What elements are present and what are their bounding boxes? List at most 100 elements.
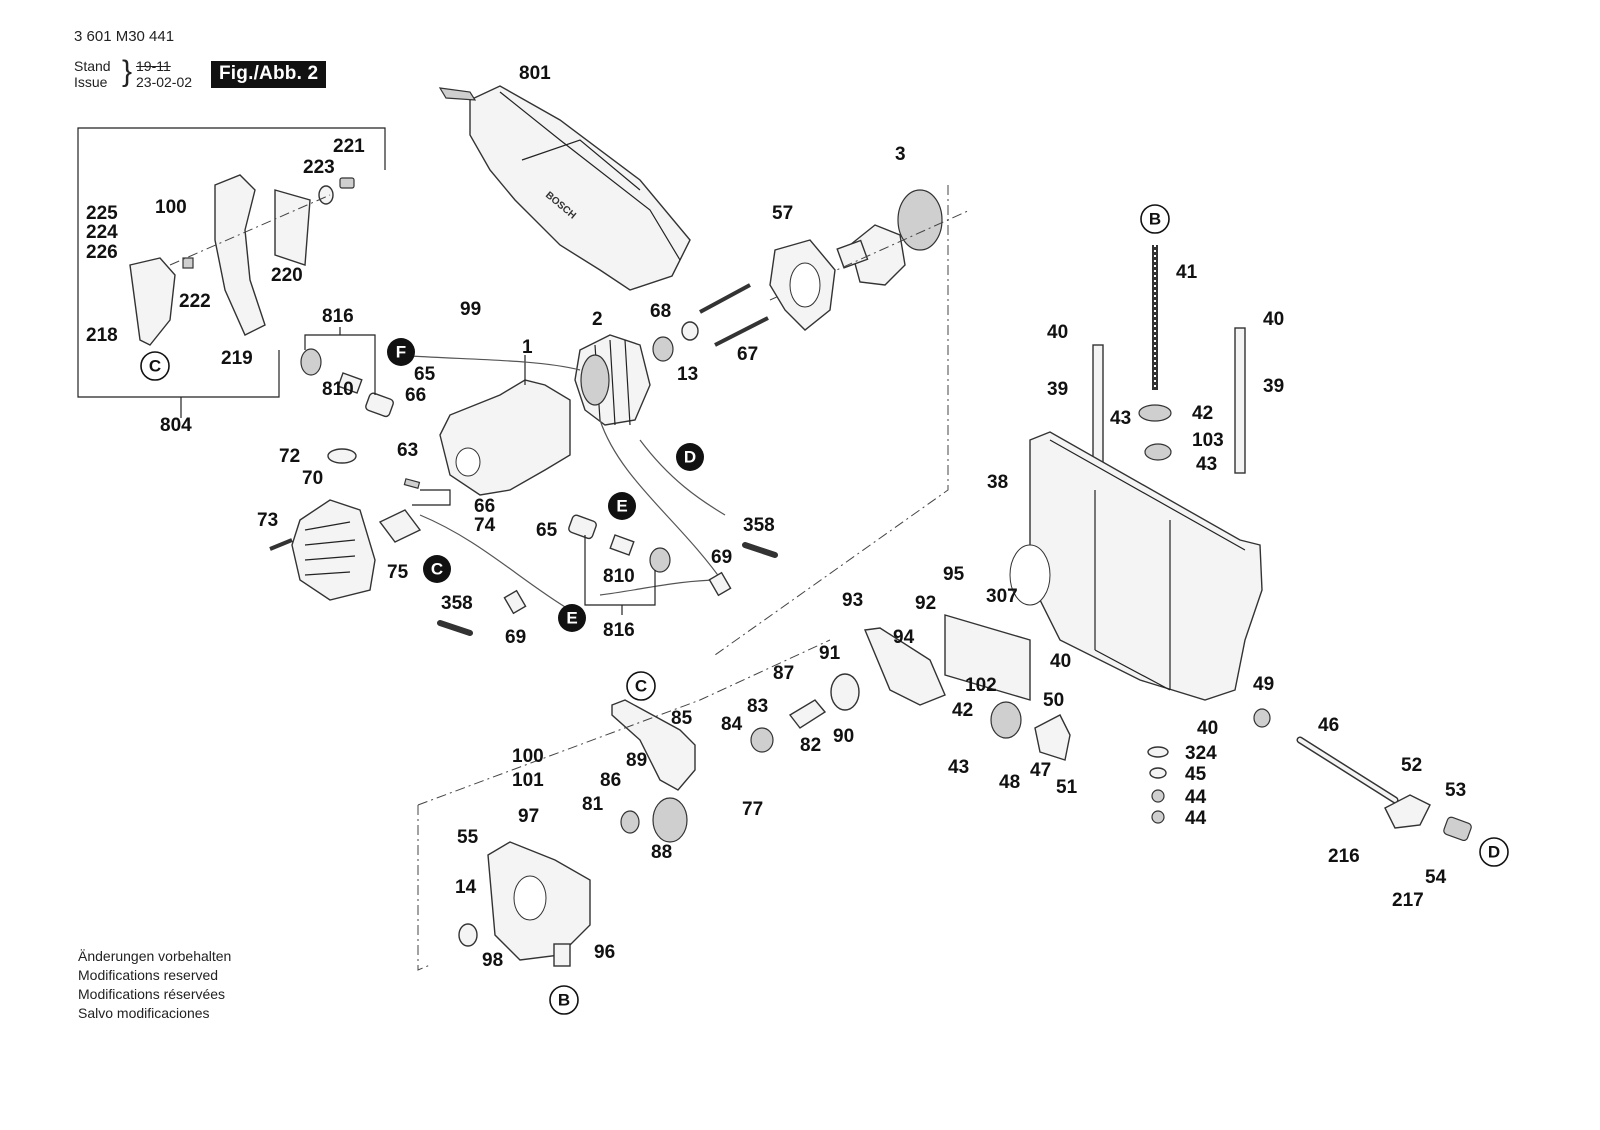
washer-13 [681, 321, 699, 341]
brace-symbol: } [122, 55, 133, 88]
label-226: 226 [86, 242, 118, 263]
label-85: 85 [671, 708, 693, 729]
bracket-74 [412, 489, 451, 506]
label-67: 67 [737, 344, 758, 365]
label-224: 224 [86, 222, 118, 243]
label-57: 57 [772, 203, 793, 224]
label-40-bottom: 40 [1197, 718, 1218, 739]
ref-marker-d-right: D [1479, 837, 1509, 867]
svg-text:B: B [558, 991, 570, 1010]
label-39-right: 39 [1263, 376, 1284, 397]
cord-clamp-75 [378, 509, 422, 543]
label-51: 51 [1056, 777, 1078, 798]
label-3: 3 [895, 144, 906, 165]
label-100-top: 100 [155, 197, 187, 218]
label-38: 38 [987, 472, 1008, 493]
brush-kit-bracket-bottom [584, 535, 656, 615]
label-69-lower: 69 [505, 627, 526, 648]
stand-label: Stand [74, 58, 111, 74]
label-44-upper: 44 [1185, 787, 1207, 808]
bearing-block-52 [1384, 794, 1431, 829]
figure-label: Fig./Abb. 2 [211, 61, 327, 88]
gear-42-top [1138, 404, 1172, 422]
washer-72 [327, 448, 357, 464]
strain-relief-69-lower [503, 589, 527, 615]
label-43-bottom: 43 [948, 757, 969, 778]
part-labels: 801 3 57 221 223 225 100 224 226 222 220… [86, 63, 1466, 971]
label-221: 221 [333, 136, 365, 157]
notice-es: Salvo modificaciones [78, 1005, 210, 1021]
label-48: 48 [999, 772, 1020, 793]
label-97: 97 [518, 806, 539, 827]
carbon-brush-top [337, 372, 363, 394]
label-87: 87 [773, 663, 794, 684]
flange-90 [830, 673, 860, 711]
long-screw-upper [699, 283, 751, 314]
wire-lead-e [419, 514, 571, 611]
label-66-top: 66 [405, 385, 426, 406]
label-84: 84 [721, 714, 743, 735]
carbon-brush-bottom [609, 534, 635, 556]
wire-lead-d [639, 439, 726, 516]
label-73: 73 [257, 510, 278, 531]
label-220: 220 [271, 265, 303, 286]
svg-text:C: C [149, 357, 161, 376]
pin-358-lower [437, 620, 473, 636]
label-816-bottom: 816 [603, 620, 635, 641]
washer-45 [1149, 767, 1167, 779]
modifications-notice: Änderungen vorbehalten Modifications res… [78, 947, 231, 1023]
blade-guard-cover: BOSCH [438, 85, 691, 291]
label-39-left: 39 [1047, 379, 1068, 400]
ref-marker-c-wire: C [423, 555, 451, 583]
label-222: 222 [179, 291, 211, 312]
baffle-plate [769, 239, 836, 331]
label-96: 96 [594, 942, 615, 963]
brush-holder-bottom [568, 514, 597, 540]
issue-date: 23-02-02 [136, 74, 193, 90]
label-810-top: 810 [322, 379, 354, 400]
label-801: 801 [519, 63, 551, 84]
guard-plate-220 [274, 189, 311, 266]
nut-44-lower [1151, 810, 1165, 824]
ref-marker-d: D [676, 443, 704, 471]
label-47: 47 [1030, 760, 1051, 781]
bearing-86 [620, 810, 640, 834]
label-42-lower: 42 [952, 700, 973, 721]
label-99: 99 [460, 299, 481, 320]
notice-en: Modifications reserved [78, 967, 219, 983]
guard-kit-bracket [77, 127, 386, 418]
label-43-mid: 43 [1196, 454, 1217, 475]
ref-marker-c-guard: C [140, 351, 170, 381]
label-69-upper: 69 [711, 547, 732, 568]
bearing-83 [750, 727, 774, 753]
label-358-upper: 358 [743, 515, 775, 536]
washer-324 [1147, 746, 1169, 758]
label-307: 307 [986, 586, 1018, 607]
svg-text:F: F [396, 343, 406, 362]
label-324: 324 [1185, 743, 1217, 764]
label-68: 68 [650, 301, 671, 322]
nut-222 [182, 257, 194, 269]
label-66-bottom: 66 [474, 496, 495, 517]
cover-plate-102 [944, 614, 1031, 701]
washer-223 [318, 185, 334, 205]
sleeve-96 [553, 943, 571, 967]
long-screw-lower [714, 316, 769, 347]
label-88: 88 [651, 842, 672, 863]
wire-lead-69 [599, 419, 726, 586]
label-94: 94 [893, 627, 915, 648]
wire-lead-816 [599, 579, 721, 596]
label-2: 2 [592, 309, 603, 330]
label-41: 41 [1176, 262, 1198, 283]
svg-text:E: E [616, 497, 627, 516]
label-14: 14 [455, 877, 477, 898]
pin-63 [403, 478, 421, 489]
bearing-68 [652, 336, 674, 362]
issue-values: 19-11 23-02-02 [136, 58, 192, 90]
armature [769, 189, 971, 301]
elevation-frame [1009, 431, 1263, 701]
wire-f [409, 355, 581, 371]
label-40-frame: 40 [1050, 651, 1071, 672]
ref-marker-b-bottom: B [549, 985, 579, 1015]
